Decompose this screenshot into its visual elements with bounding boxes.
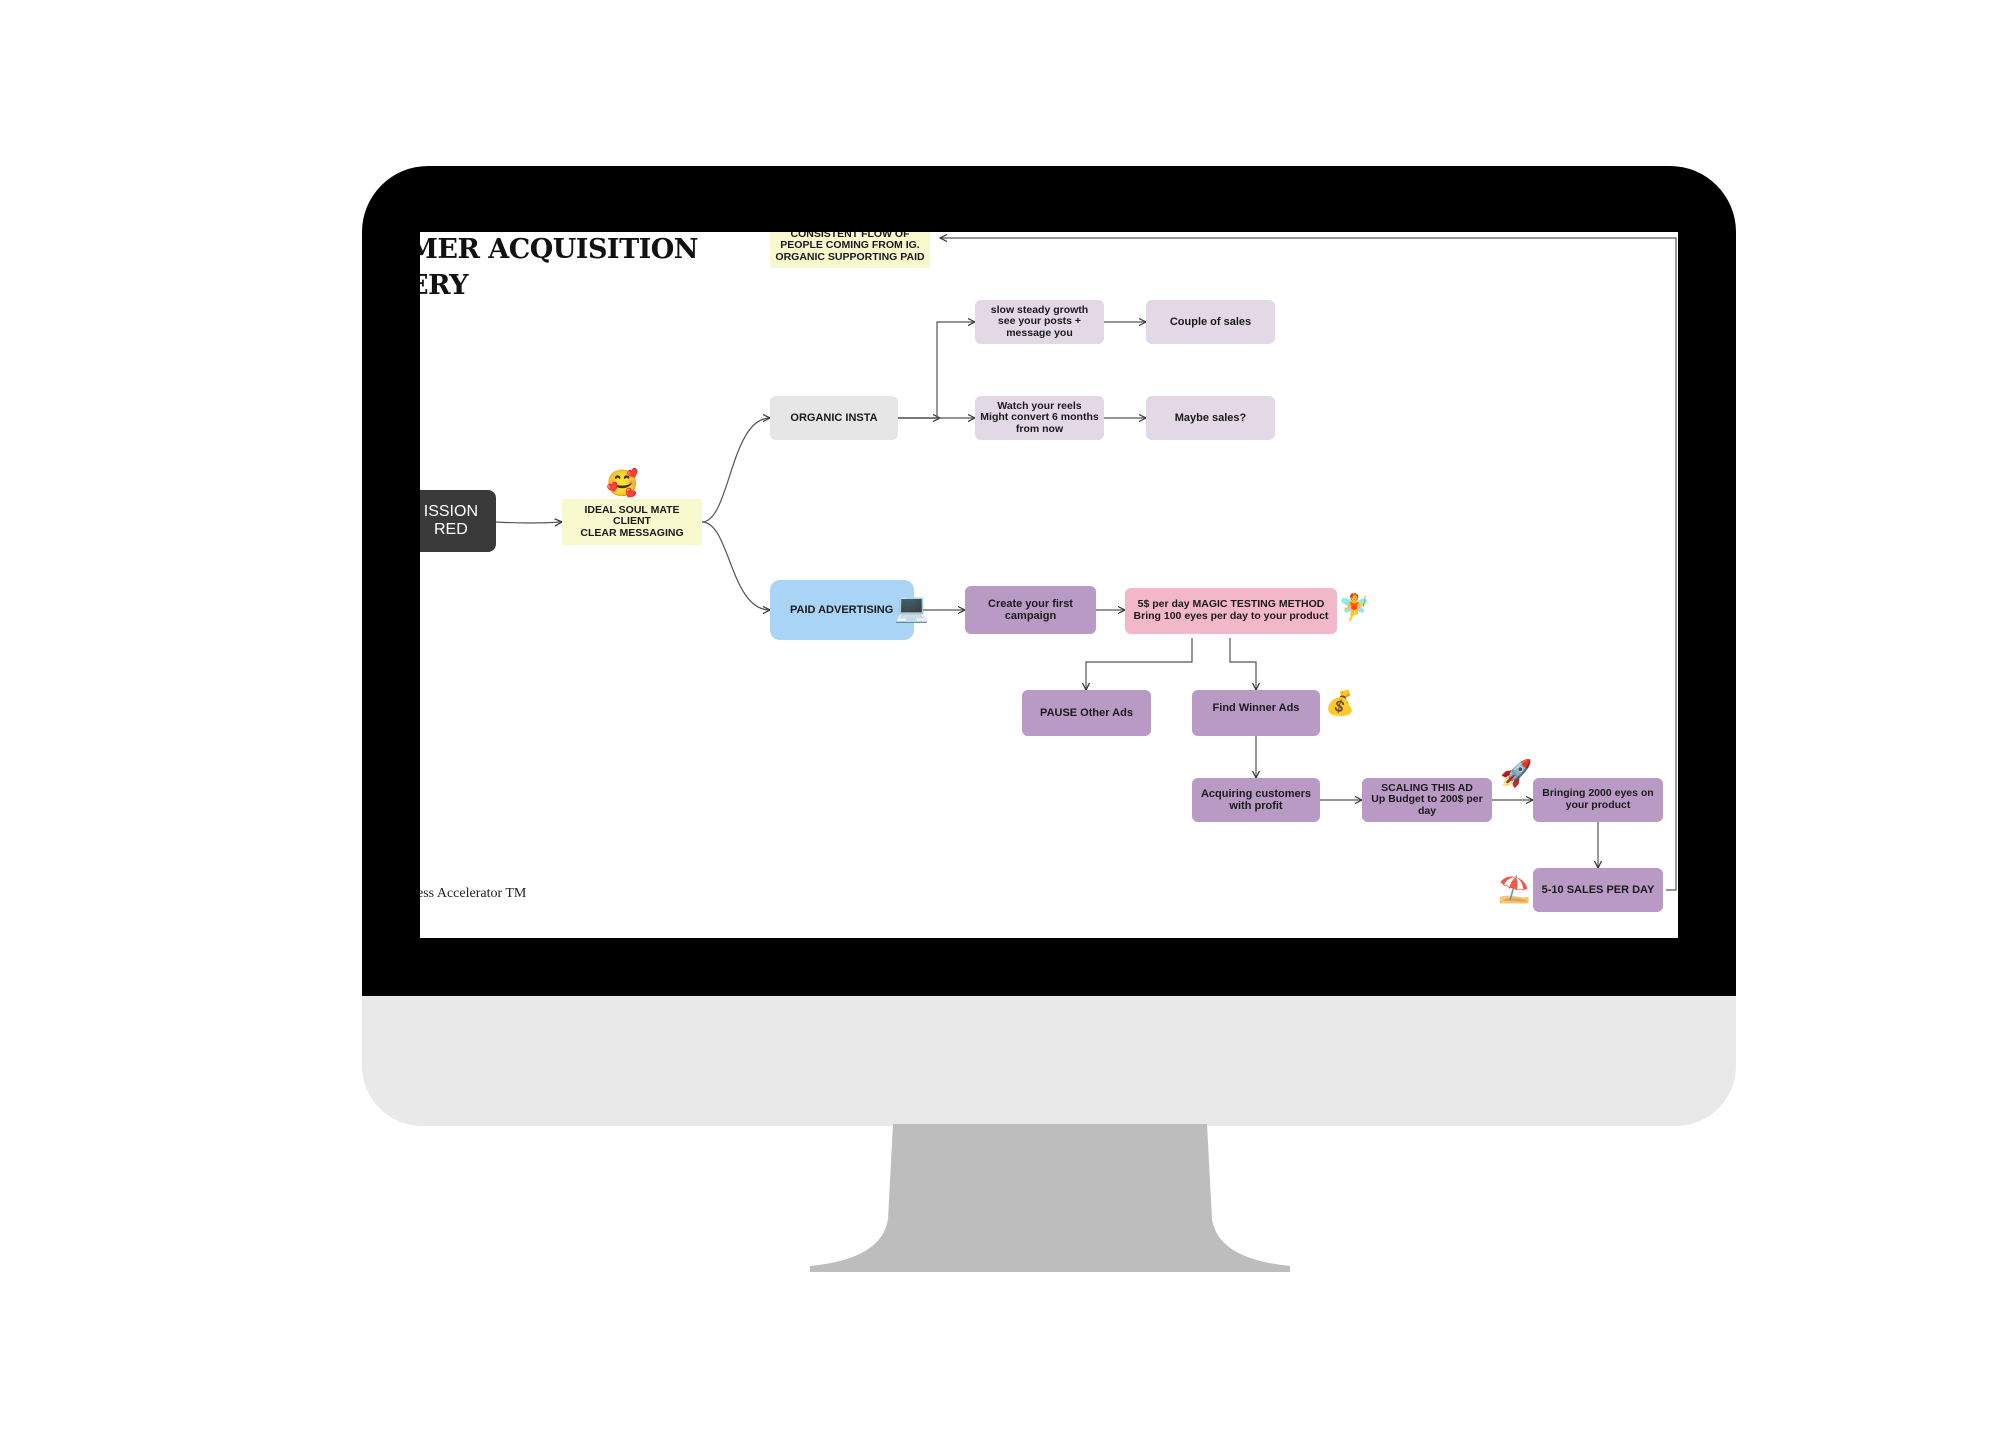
monitor-chin	[362, 996, 1736, 1126]
fairy-emoji-icon: 🧚	[1338, 592, 1371, 622]
node-consistent-flow[interactable]: CONSISTENT FLOW OF PEOPLE COMING FROM IG…	[770, 232, 930, 268]
node-sales-per-day[interactable]: 5-10 SALES PER DAY	[1533, 868, 1663, 912]
node-slow-growth[interactable]: slow steady growth see your posts + mess…	[975, 300, 1104, 344]
love-emoji-icon: 🥰	[606, 468, 639, 498]
node-scaling-ad[interactable]: SCALING THIS AD Up Budget to 200$ per da…	[1362, 778, 1492, 822]
connector-lines	[495, 232, 1677, 891]
node-watch-reels[interactable]: Watch your reels Might convert 6 months …	[975, 396, 1104, 440]
laptop-emoji-icon: 💻	[894, 592, 929, 623]
beach-umbrella-emoji-icon: ⛱️	[1498, 874, 1531, 904]
node-create-campaign[interactable]: Create your first campaign	[965, 586, 1096, 634]
rocket-emoji-icon: 🚀	[1500, 758, 1533, 788]
node-find-winner-ads[interactable]: Find Winner Ads	[1192, 690, 1320, 736]
node-ideal-client[interactable]: IDEAL SOUL MATE CLIENT CLEAR MESSAGING	[562, 499, 702, 545]
diagram-canvas: MER ACQUISITION ERY CONSISTENT FLOW OF P…	[420, 232, 1678, 938]
money-bag-emoji-icon: 💰	[1325, 690, 1355, 717]
diagram-title: MER ACQUISITION ERY	[420, 234, 699, 301]
node-paid-advertising[interactable]: PAID ADVERTISING	[770, 580, 914, 640]
node-organic-insta[interactable]: ORGANIC INSTA	[770, 396, 898, 440]
node-couple-of-sales[interactable]: Couple of sales	[1146, 300, 1275, 344]
node-acquiring-customers[interactable]: Acquiring customers with profit	[1192, 778, 1320, 822]
node-magic-testing[interactable]: 5$ per day MAGIC TESTING METHOD Bring 10…	[1125, 588, 1337, 634]
node-pause-ads[interactable]: PAUSE Other Ads	[1022, 690, 1151, 736]
monitor-stand	[810, 1124, 1290, 1272]
node-bringing-eyes[interactable]: Bringing 2000 eyes on your product	[1533, 778, 1663, 822]
footer-brand-text: ness Accelerator TM	[420, 886, 527, 901]
node-maybe-sales[interactable]: Maybe sales?	[1146, 396, 1275, 440]
node-mission[interactable]: ISSION RED	[420, 490, 496, 552]
